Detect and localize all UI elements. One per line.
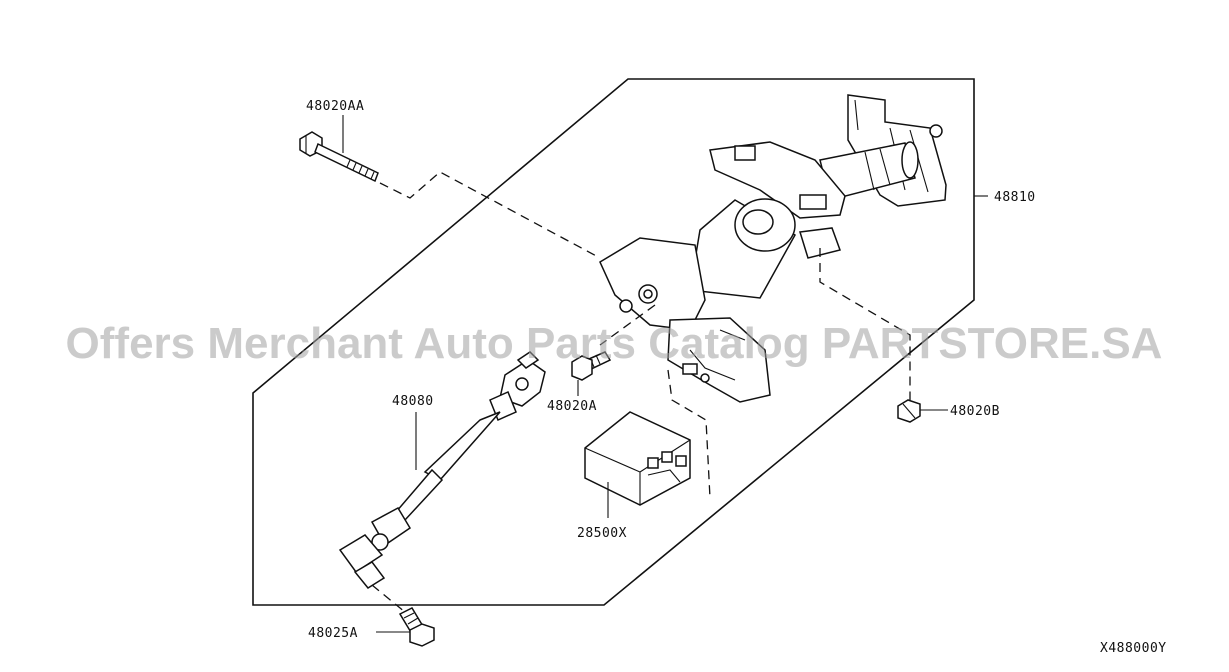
bolt-48020AA[interactable]	[299, 131, 379, 183]
guide-48020B	[819, 248, 911, 400]
label-28500X: 28500X	[577, 526, 627, 541]
bolt-48020A[interactable]	[571, 351, 612, 381]
label-48080: 48080	[392, 394, 434, 409]
bolt-48025A[interactable]	[398, 607, 435, 647]
label-48020B: 48020B	[950, 404, 1000, 419]
lower-shaft-48080[interactable]	[338, 351, 546, 589]
guide-48020A	[599, 304, 656, 346]
watermark-text: Offers Merchant Auto Parts Catalog PARTS…	[66, 319, 1163, 368]
label-48810: 48810	[994, 190, 1036, 205]
steering-column-48810[interactable]	[599, 94, 947, 403]
label-48020AA: 48020AA	[306, 99, 364, 114]
guide-28500X	[667, 369, 711, 499]
guide-48020AA	[379, 171, 601, 259]
control-module-28500X[interactable]	[584, 411, 691, 506]
guide-48025A	[371, 584, 406, 613]
label-48025A: 48025A	[308, 626, 358, 641]
nut-48020B[interactable]	[897, 399, 921, 423]
label-48020A: 48020A	[547, 399, 597, 414]
assembly-frame	[252, 78, 975, 606]
drawing-code: X488000Y	[1100, 641, 1167, 656]
